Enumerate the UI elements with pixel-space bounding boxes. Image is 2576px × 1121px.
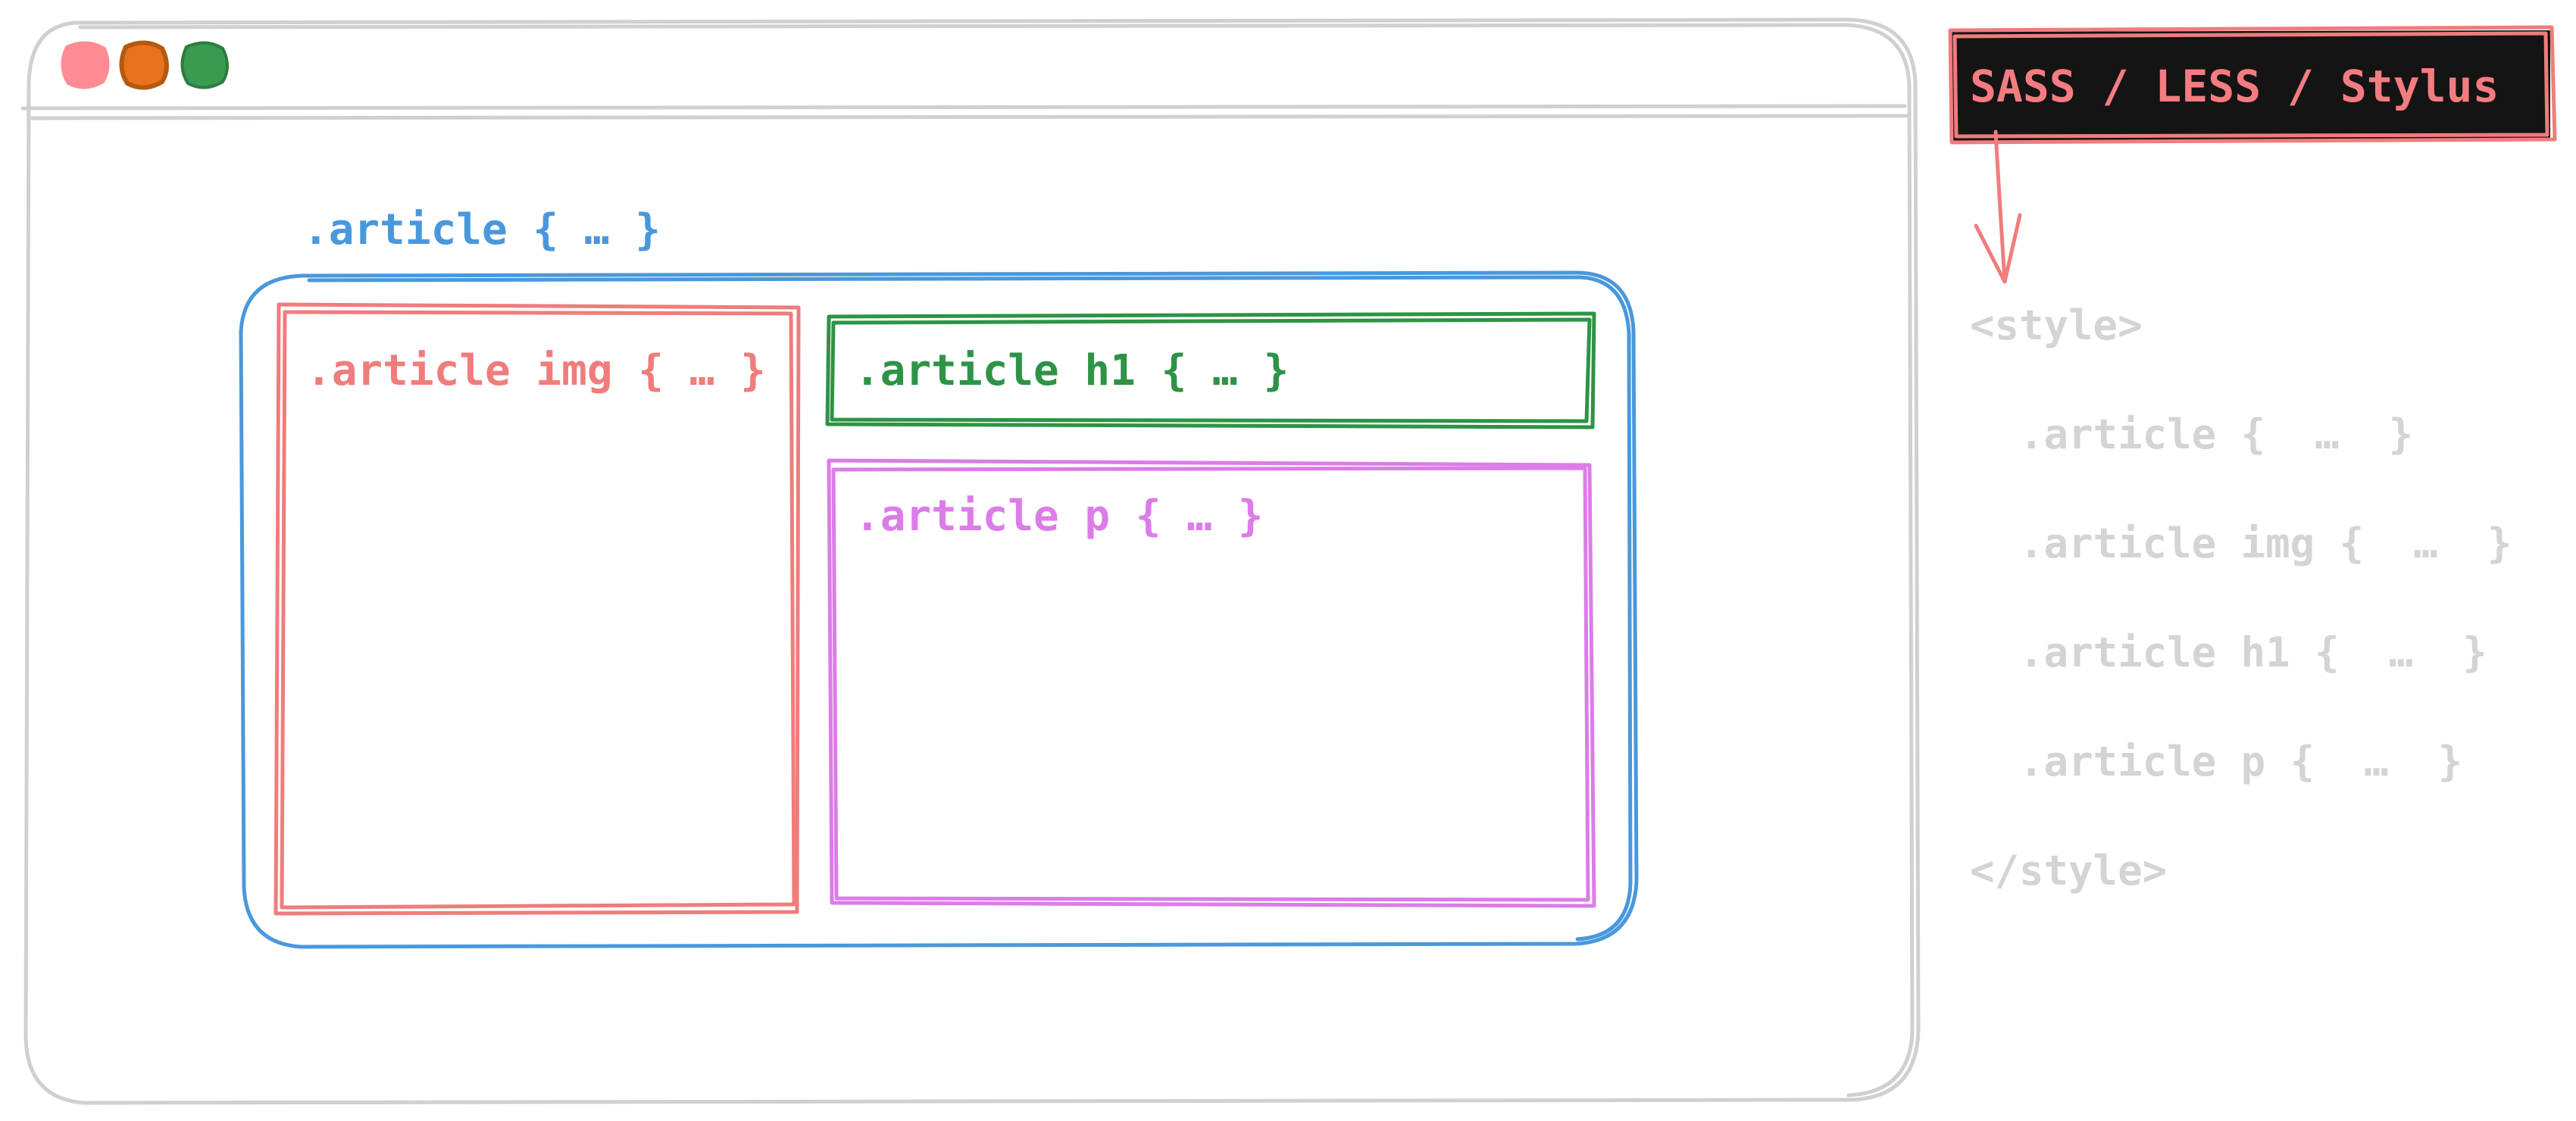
code-line: .article p { … } xyxy=(1970,738,2462,785)
window-controls xyxy=(61,40,229,90)
code-line: .article { … } xyxy=(1970,411,2413,458)
code-line: <style> xyxy=(1970,301,2143,349)
h1-box: .article h1 { … } xyxy=(825,311,1596,429)
close-dot[interactable] xyxy=(61,41,110,89)
code-line: .article h1 { … } xyxy=(1970,629,2487,676)
code-line: .article img { … } xyxy=(1970,520,2512,567)
h1-label: .article h1 { … } xyxy=(855,346,1289,395)
img-box: .article img { … } xyxy=(274,302,801,916)
preprocessor-badge: SASS / LESS / Stylus xyxy=(1948,25,2557,145)
article-label: .article { … } xyxy=(303,205,661,254)
maximize-dot[interactable] xyxy=(180,41,229,89)
p-label: .article p { … } xyxy=(855,492,1263,541)
code-line: </style> xyxy=(1970,847,2167,895)
p-box: .article p { … } xyxy=(827,458,1596,908)
article-box: .article { … } xyxy=(239,205,1639,949)
style-code-block: <style> .article { … } .article img { … … xyxy=(1970,301,2512,895)
minimize-dot[interactable] xyxy=(119,40,169,90)
img-label: .article img { … } xyxy=(306,346,766,395)
browser-window xyxy=(20,17,1921,1105)
down-arrow-icon xyxy=(1974,130,2022,284)
badge-label: SASS / LESS / Stylus xyxy=(1970,61,2499,112)
